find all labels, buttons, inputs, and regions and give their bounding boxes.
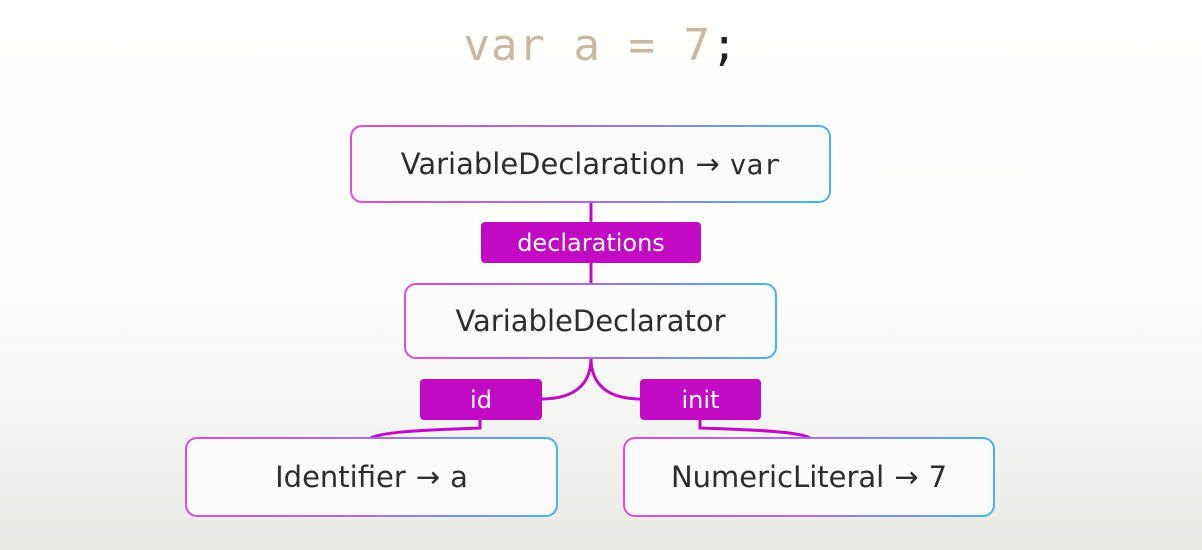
node-type-label: VariableDeclarator (455, 304, 726, 338)
node-variable-declarator: VariableDeclarator (404, 283, 777, 359)
edge-label-declarations: declarations (481, 222, 701, 263)
code-token-semicolon: ; (710, 20, 739, 71)
node-type-label: VariableDeclaration (400, 147, 686, 181)
node-value: 7 (928, 460, 948, 494)
node-identifier: Identifier → a (185, 437, 558, 517)
code-token-var: var (463, 20, 546, 71)
node-variable-declaration: VariableDeclaration → var (350, 125, 831, 203)
node-type-label: Identifier (275, 460, 406, 494)
edge-label-id: id (420, 379, 542, 420)
arrow-icon: → (894, 460, 919, 494)
source-code-line: var a = 7; (0, 20, 1202, 72)
connector-declarator-to-literal (589, 357, 642, 401)
node-value: var (729, 147, 781, 181)
code-token-equals: = (628, 20, 656, 71)
node-numeric-literal: NumericLiteral → 7 (623, 437, 995, 517)
code-token-identifier: a (573, 20, 601, 71)
node-value: a (450, 460, 468, 494)
node-type-label: NumericLiteral (670, 460, 885, 494)
connector-declarator-to-identifier (540, 357, 593, 401)
connector-id-to-identifier (370, 419, 482, 440)
edge-label-init: init (640, 379, 761, 420)
arrow-icon: → (415, 460, 441, 494)
code-token-number: 7 (683, 20, 711, 71)
connector-init-to-literal (698, 419, 811, 440)
arrow-icon: → (695, 147, 720, 181)
